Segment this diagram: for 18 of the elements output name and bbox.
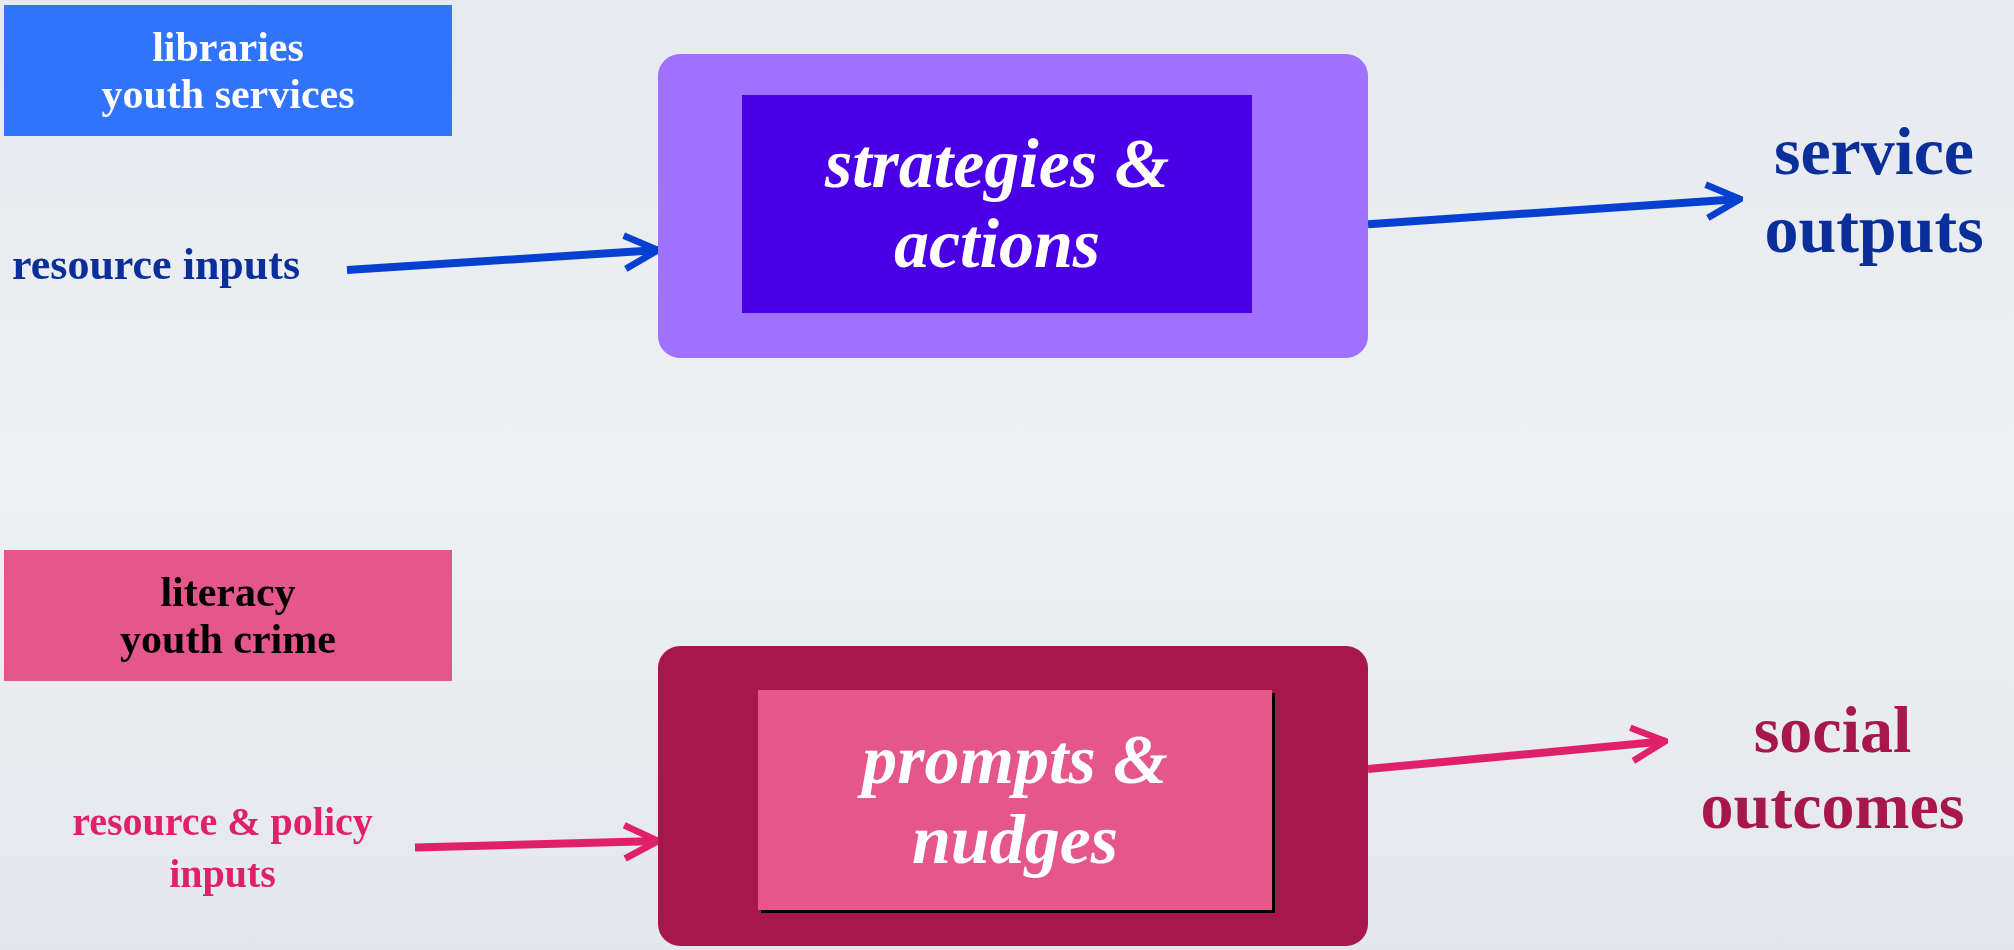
process-box bbox=[658, 54, 1368, 358]
topic-box bbox=[4, 5, 452, 136]
topic-box bbox=[4, 550, 452, 681]
node-text: resource & policy inputs bbox=[71, 797, 374, 898]
node-text: literacy bbox=[160, 569, 296, 616]
process-box bbox=[658, 646, 1368, 946]
strategy-box bbox=[742, 95, 1252, 313]
node-text: libraries bbox=[152, 24, 304, 71]
node-text: service outputs bbox=[1763, 111, 1985, 269]
arrow bbox=[1367, 724, 1669, 773]
node-text: prompts & nudges bbox=[782, 719, 1248, 881]
prompt-box bbox=[758, 690, 1272, 910]
node-text: youth crime bbox=[120, 615, 336, 662]
node-text: strategies & actions bbox=[823, 123, 1171, 284]
node-text: resource inputs bbox=[12, 243, 301, 287]
node-text: social outcomes bbox=[1699, 691, 1966, 844]
node-text: youth services bbox=[101, 70, 355, 117]
arrow bbox=[1367, 181, 1744, 229]
